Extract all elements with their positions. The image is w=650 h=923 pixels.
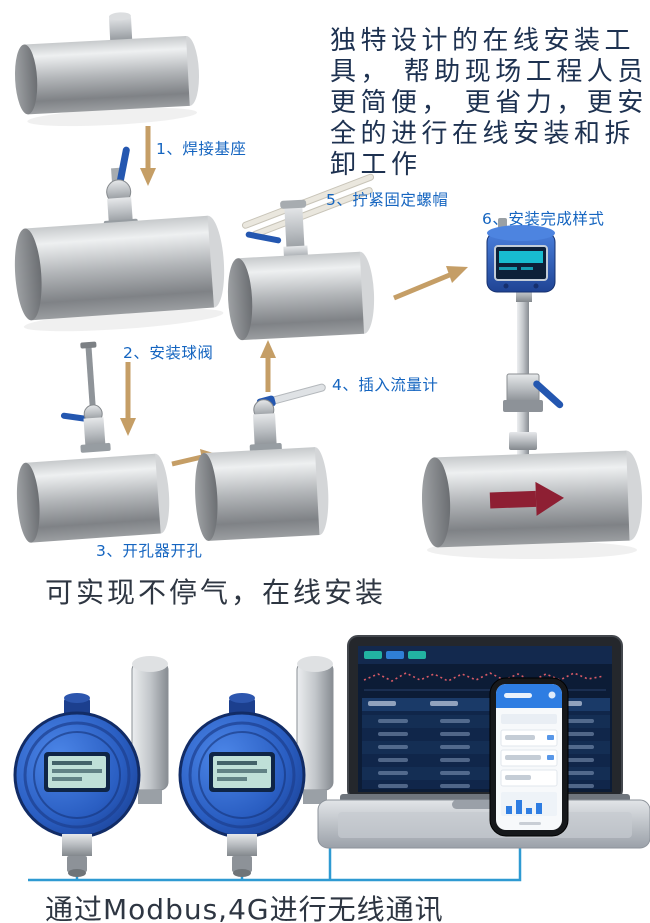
bottom-caption: 通过Modbus,4G进行无线通讯 <box>45 893 444 923</box>
pipe-step1-weld-base <box>14 12 200 127</box>
dashboard-trend-line <box>363 672 605 682</box>
gas-detector-left <box>13 654 170 879</box>
intro-line-3: 更简便， 更省力，更安 <box>330 88 648 118</box>
valve-handle <box>245 231 282 244</box>
valve-handle <box>116 146 130 189</box>
intro-line-2: 具， 帮助现场工程人员 <box>330 57 648 87</box>
flowmeter-installed <box>421 218 643 559</box>
pipe-step4-insert-flowmeter <box>195 383 329 541</box>
flowmeter-display <box>494 245 548 281</box>
step-label-1: 1、焊接基座 <box>156 140 247 158</box>
pipe-step2-ball-valve <box>14 146 225 332</box>
valve-handle <box>533 380 564 409</box>
pipe-step5-tighten-nut <box>227 173 375 341</box>
step5-arrow-icon <box>393 266 468 301</box>
flow-direction-arrow-icon <box>489 481 564 516</box>
laptop <box>317 635 650 849</box>
phone-notch <box>520 680 540 684</box>
smartphone <box>489 677 569 837</box>
step1-arrow-icon <box>140 126 156 186</box>
step-label-2: 2、安装球阀 <box>123 344 214 362</box>
step4-arrow-icon <box>260 340 276 392</box>
step-label-5: 5、拧紧固定螺帽 <box>326 191 449 209</box>
step-label-6: 6、安装完成样式 <box>482 210 605 228</box>
middle-caption: 可实现不停气，在线安装 <box>45 576 387 609</box>
dashboard-table <box>362 711 610 789</box>
step-label-4: 4、插入流量计 <box>332 376 439 394</box>
step2-arrow-icon <box>120 362 136 436</box>
gas-detector-right <box>178 654 335 879</box>
intro-text: 独特设计的在线安装工 具， 帮助现场工程人员 更简便， 更省力，更安 全的进行在… <box>330 26 648 181</box>
intro-line-5: 卸工作 <box>330 150 422 180</box>
intro-line-4: 全的进行在线安装和拆 <box>330 119 636 149</box>
pipe-step3-hole-opener <box>16 341 170 543</box>
step-label-3: 3、开孔器开孔 <box>96 542 203 560</box>
intro-line-1: 独特设计的在线安装工 <box>330 26 636 56</box>
